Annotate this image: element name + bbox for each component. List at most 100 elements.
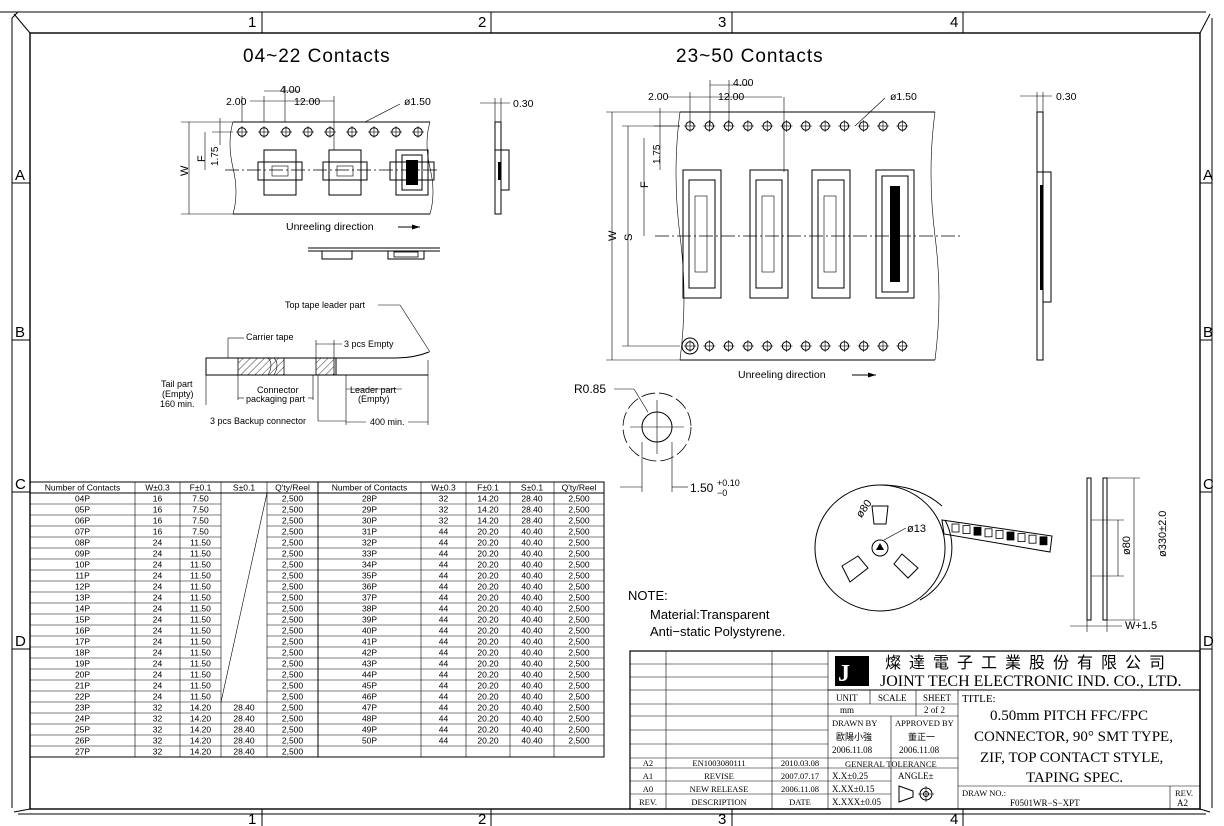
table-cell: 18P bbox=[75, 648, 90, 658]
sprocket-hole bbox=[280, 126, 292, 138]
pocket-row-small bbox=[257, 149, 435, 196]
table-cell: 24 bbox=[153, 681, 163, 691]
table-cell: 12P bbox=[75, 582, 90, 592]
table-cell: 20.20 bbox=[477, 571, 499, 581]
table-cell: 11.50 bbox=[190, 659, 211, 669]
row-label-c: C bbox=[15, 476, 26, 493]
large-dim-pocket: 12.00 bbox=[718, 91, 744, 103]
sprocket-hole bbox=[368, 126, 380, 138]
small-view-title: 04~22 Contacts bbox=[243, 46, 391, 67]
table-cell: 2,500 bbox=[282, 604, 304, 614]
sprocket-hole-row-bottom bbox=[681, 337, 909, 355]
table-cell: 32 bbox=[153, 725, 163, 735]
table-cell: 16P bbox=[75, 626, 90, 636]
table-cell: 32 bbox=[439, 516, 449, 526]
table-header-cell: F±0.1 bbox=[190, 483, 212, 493]
table-cell: 44 bbox=[439, 659, 449, 669]
sprocket-hole bbox=[390, 126, 402, 138]
title-line-2: CONNECTOR, 90° SMT TYPE, bbox=[974, 729, 1173, 745]
table-cell: 2,500 bbox=[568, 527, 590, 537]
table-cell: 46P bbox=[362, 692, 377, 702]
carrier-tape-label: Carrier tape bbox=[246, 332, 294, 342]
table-cell: 24 bbox=[153, 560, 163, 570]
table-cell: 28.40 bbox=[233, 747, 255, 757]
sprocket-hole bbox=[819, 120, 832, 132]
table-cell: 2,500 bbox=[568, 604, 590, 614]
reel-side-dia80: ø80 bbox=[1121, 536, 1133, 555]
table-cell: 2,500 bbox=[282, 714, 304, 724]
table-cell: 2,500 bbox=[568, 593, 590, 603]
table-cell: 44 bbox=[439, 703, 449, 713]
small-label-w: W bbox=[179, 165, 191, 176]
revision-cell: 2006.11.08 bbox=[781, 784, 819, 794]
table-cell: 2,500 bbox=[282, 505, 304, 515]
drawn-by-name: 歐陽小強 bbox=[836, 731, 872, 742]
table-cell: 24 bbox=[153, 637, 163, 647]
sprocket-hole bbox=[877, 340, 889, 352]
table-cell: 39P bbox=[362, 615, 377, 625]
tape-leader-diagram: Top tape leader part Carrier tape 3 pcs … bbox=[160, 300, 431, 427]
table-cell: 2,500 bbox=[568, 725, 590, 735]
table-cell: 2,500 bbox=[282, 538, 304, 548]
table-cell: 2,500 bbox=[282, 571, 304, 581]
table-cell: 2,500 bbox=[568, 637, 590, 647]
table-cell: 42P bbox=[362, 648, 377, 658]
table-cell: 11.50 bbox=[190, 549, 211, 559]
table-cell: 20.20 bbox=[477, 681, 499, 691]
small-dim-thickness: 0.30 bbox=[513, 98, 534, 110]
table-cell: 2,500 bbox=[568, 659, 590, 669]
table-cell: 20.20 bbox=[477, 692, 499, 702]
table-cell: 24 bbox=[153, 538, 163, 548]
table-cell: 14.20 bbox=[190, 736, 212, 746]
table-cell: 40.40 bbox=[521, 604, 543, 614]
table-cell: 40.40 bbox=[521, 692, 543, 702]
table-cell: 2,500 bbox=[568, 615, 590, 625]
revision-cell: 2007.07.17 bbox=[781, 771, 819, 781]
table-cell: 2,500 bbox=[568, 505, 590, 515]
table-cell: 28.40 bbox=[521, 516, 543, 526]
tolerance-x2: X.XX±0.15 bbox=[832, 784, 875, 794]
large-dim-hole: ø1.50 bbox=[890, 91, 917, 103]
large-label-s: S bbox=[623, 234, 635, 241]
table-cell: 32 bbox=[153, 703, 163, 713]
table-header-cell: F±0.1 bbox=[477, 483, 499, 493]
title-line-1: 0.50mm PITCH FFC/FPC bbox=[990, 708, 1148, 724]
table-cell: 11.50 bbox=[190, 615, 211, 625]
table-cell: 20.20 bbox=[477, 582, 499, 592]
table-cell: 2,500 bbox=[282, 681, 304, 691]
table-cell: 16 bbox=[153, 516, 163, 526]
table-cell: 2,500 bbox=[282, 516, 304, 526]
table-cell: 15P bbox=[75, 615, 90, 625]
table-cell: 2,500 bbox=[282, 615, 304, 625]
sprocket-hole bbox=[722, 120, 735, 132]
table-cell: 40.40 bbox=[521, 703, 543, 713]
row-label-a: A bbox=[15, 167, 25, 184]
table-cell: 14.20 bbox=[190, 725, 212, 735]
tape-pocket bbox=[257, 149, 303, 196]
approved-by-name: 董正一 bbox=[908, 731, 935, 742]
small-dim-pitch: 4.00 bbox=[280, 84, 301, 96]
table-cell: 20P bbox=[75, 670, 90, 680]
table-cell: 19P bbox=[75, 659, 90, 669]
sprocket-hole-row-top bbox=[684, 120, 909, 132]
table-cell: 11.50 bbox=[190, 681, 211, 691]
table-cell: 20.20 bbox=[477, 615, 499, 625]
table-cell: 7.50 bbox=[192, 527, 209, 537]
table-cell: 40.40 bbox=[521, 560, 543, 570]
table-cell: 24 bbox=[153, 582, 163, 592]
drawn-by-label: DRAWN BY bbox=[832, 718, 877, 728]
table-header-cell: W±0.3 bbox=[431, 483, 456, 493]
table-cell: 2,500 bbox=[282, 747, 304, 757]
table-cell: 25P bbox=[75, 725, 90, 735]
table-cell: 32 bbox=[153, 714, 163, 724]
table-cell: 2,500 bbox=[282, 670, 304, 680]
